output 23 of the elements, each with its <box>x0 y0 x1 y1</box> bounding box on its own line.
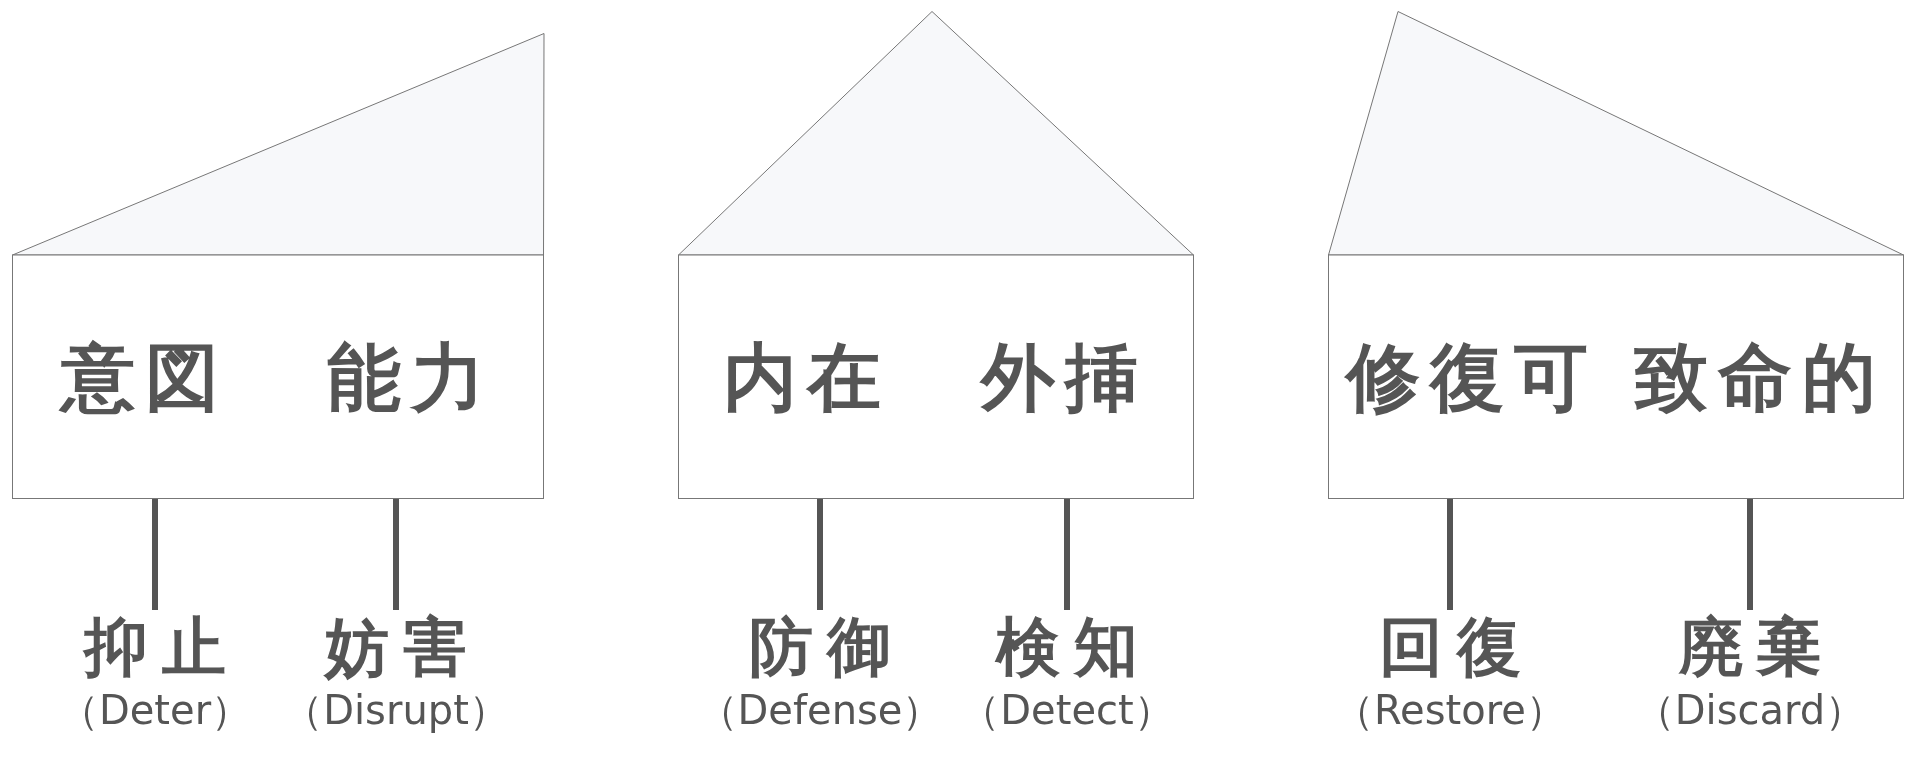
house-label: 内在 <box>723 340 891 414</box>
house-label: 致命的 <box>1634 340 1886 414</box>
category-label: 回復 <box>1378 612 1535 683</box>
house-label: 修復可 <box>1346 340 1598 414</box>
translation-label: （Defense） <box>697 686 943 735</box>
category-label: 廃棄 <box>1677 612 1835 683</box>
category-label: 防御 <box>748 612 905 683</box>
connector-line <box>1064 499 1070 610</box>
translation-label: （Restore） <box>1334 686 1566 735</box>
category-label: 妨害 <box>322 612 481 683</box>
house-label: 外挿 <box>981 340 1149 414</box>
connector-line <box>1447 499 1453 610</box>
connector-line <box>152 499 158 610</box>
translation-label: （Disrupt） <box>283 686 509 735</box>
connector-line <box>393 499 399 610</box>
connector-line <box>1747 499 1753 610</box>
category-label: 検知 <box>994 612 1152 683</box>
connector-line <box>817 499 823 610</box>
translation-label: （Detect） <box>960 686 1174 735</box>
translation-label: （Deter） <box>58 686 252 735</box>
translation-label: （Discard） <box>1634 686 1866 735</box>
house-label: 能力 <box>327 340 495 414</box>
category-label: 抑止 <box>82 612 240 683</box>
